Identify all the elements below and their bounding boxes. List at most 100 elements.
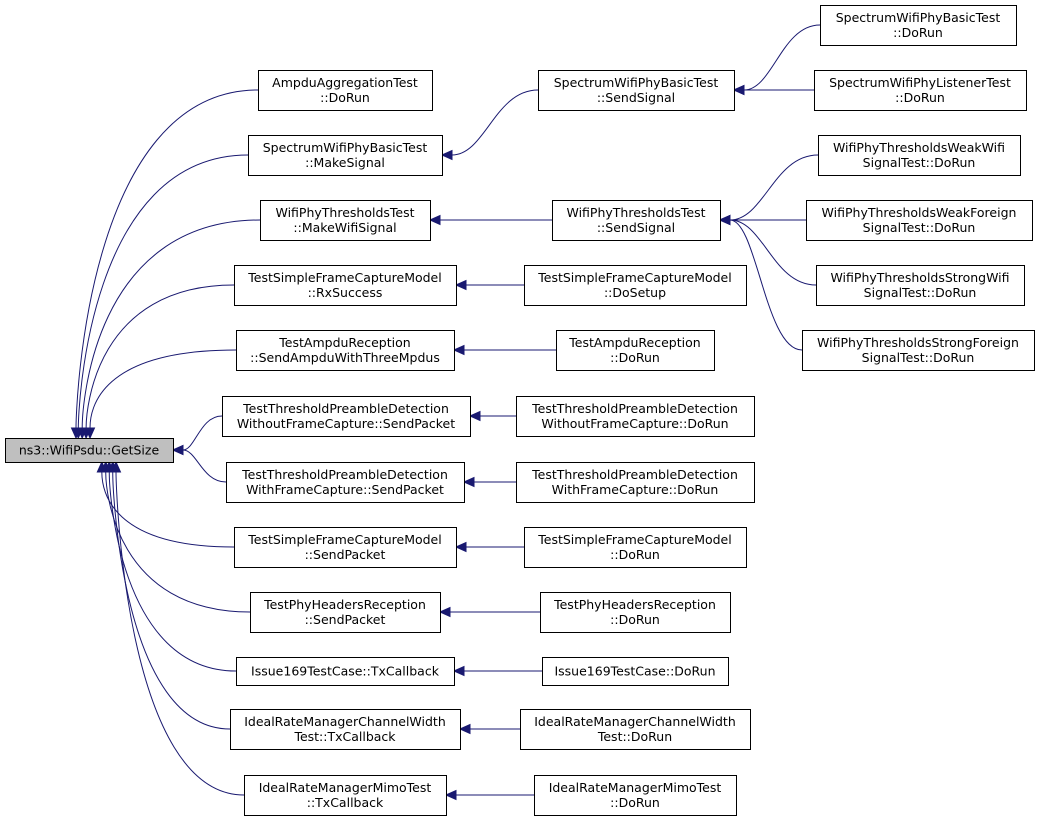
node-tphr-dorun[interactable]: TestPhyHeadersReception::DoRun (540, 592, 731, 633)
node-label: ::DoSetup (604, 285, 666, 300)
node-box[interactable] (236, 330, 455, 371)
node-thr-strongforeign[interactable]: WifiPhyThresholdsStrongForeignSignalTest… (802, 330, 1035, 371)
node-box[interactable] (222, 396, 471, 437)
node-thr-send[interactable]: WifiPhyThresholdsTest::SendSignal (552, 200, 721, 241)
node-box[interactable] (244, 775, 447, 816)
call-edge (729, 219, 817, 286)
arrowhead-icon (428, 214, 441, 226)
node-tar-send[interactable]: TestAmpduReception::SendAmpduWithThreeMp… (236, 330, 455, 371)
node-label: SpectrumWifiPhyBasicTest (554, 75, 719, 90)
call-edge (75, 89, 259, 429)
node-box[interactable] (534, 775, 737, 816)
node-label: WifiPhyThresholdsStrongForeign (817, 335, 1019, 350)
node-box[interactable] (818, 135, 1021, 176)
node-box[interactable] (226, 462, 465, 503)
node-spec-basic-dorun[interactable]: SpectrumWifiPhyBasicTest::DoRun (820, 5, 1017, 46)
call-edge (105, 471, 251, 613)
call-edge (85, 284, 235, 429)
call-edge (108, 471, 237, 672)
node-label: SignalTest::DoRun (864, 285, 977, 300)
node-label: ::DoRun (895, 90, 945, 105)
call-edge (743, 24, 821, 91)
node-box[interactable] (524, 527, 747, 568)
call-edge (81, 219, 261, 429)
node-tar-dorun[interactable]: TestAmpduReception::DoRun (556, 330, 715, 371)
node-thr-make[interactable]: WifiPhyThresholdsTest::MakeWifiSignal (260, 200, 431, 241)
node-ttpd-w-send[interactable]: TestThresholdPreambleDetectionWithFrameC… (226, 462, 465, 503)
node-label: TestAmpduReception (278, 335, 410, 350)
node-box[interactable] (524, 265, 747, 306)
node-box[interactable] (802, 330, 1035, 371)
node-box[interactable] (556, 330, 715, 371)
nodes-layer: ns3::WifiPsdu::GetSize AmpduAggregationTe… (5, 5, 1035, 816)
node-label: Issue169TestCase::TxCallback (251, 664, 440, 679)
call-edge (182, 415, 223, 451)
node-label: ::SendSignal (597, 220, 675, 235)
node-spec-send[interactable]: SpectrumWifiPhyBasicTest::SendSignal (538, 70, 735, 111)
node-label: ::SendPacket (305, 612, 386, 627)
node-ttpd-w-dorun[interactable]: TestThresholdPreambleDetectionWithFrameC… (516, 462, 755, 503)
node-spec-listener-dorun[interactable]: SpectrumWifiPhyListenerTest::DoRun (814, 70, 1027, 111)
node-tsfcm-setup[interactable]: TestSimpleFrameCaptureModel::DoSetup (524, 265, 747, 306)
arrowhead-icon (440, 149, 453, 161)
node-label: ns3::WifiPsdu::GetSize (19, 443, 160, 458)
node-box[interactable] (552, 200, 721, 241)
node-label: SignalTest::DoRun (863, 220, 976, 235)
node-label: TestSimpleFrameCaptureModel (247, 270, 441, 285)
node-irmm-tx[interactable]: IdealRateManagerMimoTest::TxCallback (244, 775, 447, 816)
node-box[interactable] (814, 70, 1027, 111)
node-irmm-dorun[interactable]: IdealRateManagerMimoTest::DoRun (534, 775, 737, 816)
node-box[interactable] (542, 657, 729, 686)
node-box[interactable] (250, 592, 441, 633)
arrowhead-icon (438, 606, 451, 618)
node-label: SpectrumWifiPhyBasicTest (263, 140, 428, 155)
node-label: SpectrumWifiPhyListenerTest (829, 75, 1011, 90)
arrowhead-icon (452, 665, 465, 677)
arrowhead-icon (718, 214, 731, 226)
node-thr-strongwifi[interactable]: WifiPhyThresholdsStrongWifiSignalTest::D… (816, 265, 1025, 306)
call-edge (451, 89, 539, 156)
node-ircw-tx[interactable]: IdealRateManagerChannelWidthTest::TxCall… (230, 709, 461, 750)
node-box[interactable] (260, 200, 431, 241)
node-thr-weakforeign[interactable]: WifiPhyThresholdsWeakForeignSignalTest::… (806, 200, 1033, 241)
node-box[interactable] (248, 135, 443, 176)
arrowhead-icon (171, 444, 184, 456)
node-ampdu-agg[interactable]: AmpduAggregationTest::DoRun (258, 70, 433, 111)
node-box[interactable] (820, 5, 1017, 46)
node-root[interactable]: ns3::WifiPsdu::GetSize (5, 438, 174, 463)
arrowhead-icon (454, 541, 467, 553)
node-box[interactable] (234, 265, 457, 306)
node-box[interactable] (520, 709, 751, 750)
node-label: Test::TxCallback (293, 729, 396, 744)
node-box[interactable] (806, 200, 1033, 241)
node-label: TestSimpleFrameCaptureModel (537, 270, 731, 285)
node-tsfcm-rx[interactable]: TestSimpleFrameCaptureModel::RxSuccess (234, 265, 457, 306)
node-label: SpectrumWifiPhyBasicTest (836, 10, 1001, 25)
node-label: Test::DoRun (597, 729, 672, 744)
node-label: WithFrameCapture::SendPacket (246, 482, 444, 497)
node-box[interactable] (516, 396, 755, 437)
node-i169-dorun[interactable]: Issue169TestCase::DoRun (542, 657, 729, 686)
node-box[interactable] (236, 657, 455, 686)
node-box[interactable] (516, 462, 755, 503)
node-box[interactable] (816, 265, 1025, 306)
node-label: IdealRateManagerChannelWidth (534, 714, 736, 729)
node-box[interactable] (258, 70, 433, 111)
node-thr-weakwifi[interactable]: WifiPhyThresholdsWeakWifiSignalTest::DoR… (818, 135, 1021, 176)
arrowhead-icon (84, 427, 96, 440)
node-i169-tx[interactable]: Issue169TestCase::TxCallback (236, 657, 455, 686)
node-ttpd-wo-send[interactable]: TestThresholdPreambleDetectionWithoutFra… (222, 396, 471, 437)
node-tsfcm-send[interactable]: TestSimpleFrameCaptureModel::SendPacket (234, 527, 457, 568)
node-label: TestSimpleFrameCaptureModel (247, 532, 441, 547)
node-label: WifiPhyThresholdsWeakForeign (822, 205, 1017, 220)
node-box[interactable] (540, 592, 731, 633)
node-spec-make[interactable]: SpectrumWifiPhyBasicTest::MakeSignal (248, 135, 443, 176)
node-box[interactable] (230, 709, 461, 750)
node-box[interactable] (234, 527, 457, 568)
node-tsfcm-dorun[interactable]: TestSimpleFrameCaptureModel::DoRun (524, 527, 747, 568)
node-ttpd-wo-dorun[interactable]: TestThresholdPreambleDetectionWithoutFra… (516, 396, 755, 437)
node-box[interactable] (538, 70, 735, 111)
node-tphr-send[interactable]: TestPhyHeadersReception::SendPacket (250, 592, 441, 633)
node-box[interactable] (5, 438, 174, 463)
